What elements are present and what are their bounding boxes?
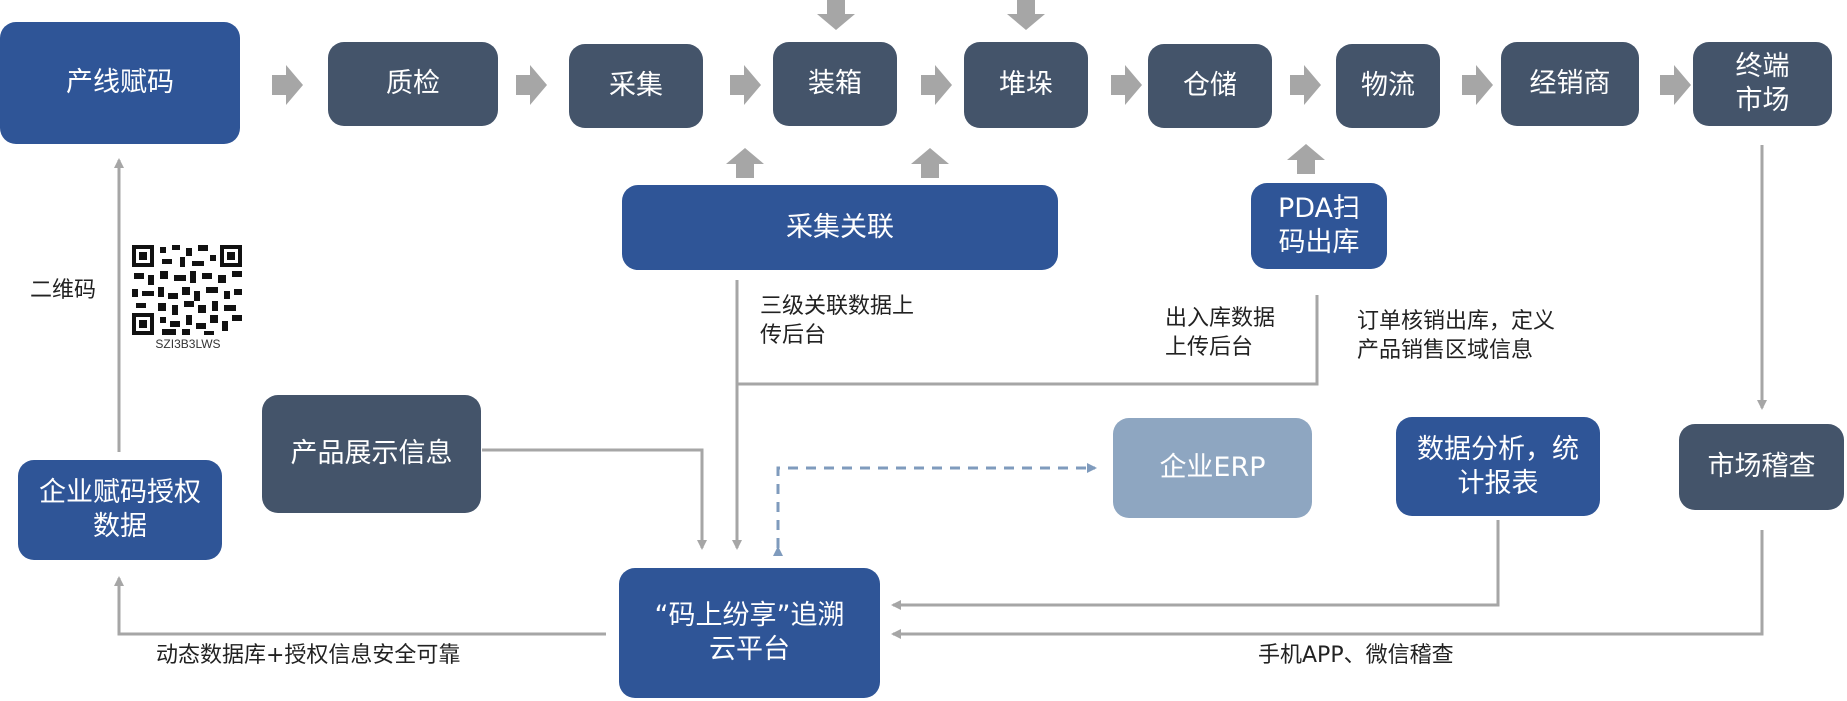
- chain-arrows: [272, 0, 1691, 178]
- node-stacking: 堆垛: [964, 42, 1088, 128]
- arrow-1: [272, 65, 303, 105]
- node-platform: “码上纷享”追溯 云平台: [619, 568, 880, 698]
- label-dynamic-db: 动态数据库+授权信息安全可靠: [156, 643, 461, 668]
- node-market-check: 市场稽查: [1679, 424, 1844, 510]
- platform-to-auth-line: [114, 576, 606, 636]
- pda-data-line: [737, 295, 1319, 386]
- arrow-6: [1290, 65, 1321, 105]
- node-storage: 仓储: [1148, 44, 1272, 128]
- arrow-up-2: [911, 148, 949, 178]
- label-three-level: 三级关联数据上 传后台: [760, 294, 915, 348]
- arrow-down-stacking: [1007, 0, 1045, 30]
- display-to-platform-line: [482, 448, 707, 550]
- node-terminal: 终端 市场: [1693, 42, 1832, 126]
- node-collect: 采集: [569, 44, 703, 128]
- node-auth-data: 企业赋码授权 数据: [18, 460, 222, 560]
- node-code-assign: 产线赋码: [0, 22, 240, 144]
- arrow-2: [516, 65, 547, 105]
- node-dealer: 经销商: [1501, 42, 1639, 126]
- arrow-up-3: [1287, 144, 1325, 174]
- arrow-up-1: [726, 148, 764, 178]
- node-logistics: 物流: [1336, 44, 1440, 128]
- label-mobile-check: 手机APP、微信稽查: [1258, 643, 1454, 668]
- label-qrcode: 二维码: [30, 278, 97, 303]
- qrcode-image: [132, 245, 242, 335]
- arrow-down-boxing: [817, 0, 855, 30]
- check-to-platform-line: [891, 530, 1764, 639]
- node-display-info: 产品展示信息: [262, 395, 481, 513]
- node-collect-assoc: 采集关联: [622, 185, 1058, 270]
- label-inout: 出入库数据 上传后台: [1165, 306, 1276, 360]
- node-pda: PDA扫 码出库: [1251, 183, 1387, 269]
- arrow-7: [1462, 65, 1493, 105]
- node-quality: 质检: [328, 42, 498, 126]
- arrow-5: [1111, 65, 1142, 105]
- label-order: 订单核销出库，定义 产品销售区域信息: [1357, 309, 1556, 363]
- node-erp: 企业ERP: [1113, 418, 1312, 518]
- arrow-4: [921, 65, 952, 105]
- node-analysis: 数据分析，统 计报表: [1396, 417, 1600, 516]
- arrow-3: [730, 65, 761, 105]
- arrow-8: [1660, 65, 1691, 105]
- qrcode-caption: SZI3B3LWS: [155, 337, 221, 351]
- node-boxing: 装箱: [773, 42, 897, 126]
- analysis-to-platform-line: [891, 520, 1500, 610]
- erp-dashed-line: [773, 463, 1097, 556]
